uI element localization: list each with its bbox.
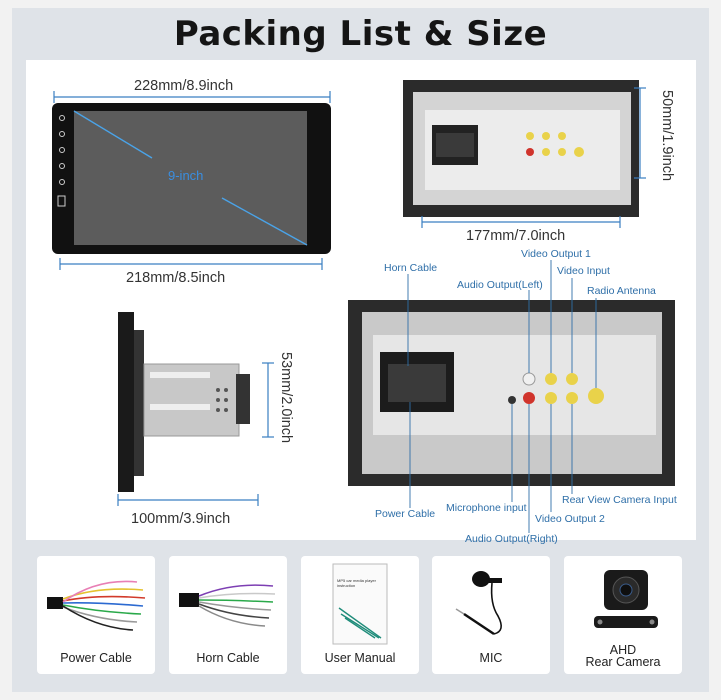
front-width-top-label: 228mm/8.9inch <box>134 78 234 94</box>
power-cable-caption: Power Cable <box>60 651 132 665</box>
label-audio-output-left: Audio Output(Left) <box>457 279 543 291</box>
ahd-rear-camera-caption-line1: AHD <box>609 643 637 657</box>
label-video-input: Video Input <box>557 265 610 277</box>
power-cable-icon <box>47 580 146 631</box>
microphone-icon <box>455 571 502 636</box>
rear-camera-icon <box>594 570 658 628</box>
packing-item-mic: MIC <box>432 556 550 674</box>
ahd-rear-camera-caption-line2: Rear Camera <box>585 655 661 669</box>
label-audio-output-right: Audio Output(Right) <box>465 533 558 545</box>
side-height-label: 53mm/2.0inch <box>278 352 294 444</box>
packing-item-horn-cable: Horn Cable <box>169 556 287 674</box>
back-width-label: 177mm/7.0inch <box>466 228 566 244</box>
packing-item-user-manual: MP5 car media player instruction User Ma… <box>301 556 419 674</box>
label-radio-antenna: Radio Antenna <box>587 285 656 297</box>
packing-item-power-cable: Power Cable <box>37 556 155 674</box>
label-microphone-input: Microphone input <box>446 502 527 514</box>
user-manual-caption: User Manual <box>324 651 396 665</box>
screen-size-label: 9-inch <box>168 168 204 183</box>
page-title: Packing List & Size <box>173 14 548 54</box>
side-depth-label: 100mm/3.9inch <box>131 511 231 527</box>
mic-caption: MIC <box>479 651 503 665</box>
packing-item-ahd-rear-camera: AHD Rear Camera <box>564 556 682 674</box>
user-manual-icon <box>332 563 388 645</box>
front-width-bottom-label: 218mm/8.5inch <box>126 270 226 286</box>
label-rear-view-camera-input: Rear View Camera Input <box>562 494 677 506</box>
horn-cable-caption: Horn Cable <box>196 651 260 665</box>
back-height-label: 50mm/1.9inch <box>659 90 675 182</box>
user-manual-cover-text: MP5 car media player instruction <box>337 578 376 588</box>
label-horn-cable: Horn Cable <box>384 262 438 274</box>
label-power-cable: Power Cable <box>375 508 436 520</box>
horn-cable-icon <box>179 584 276 627</box>
label-video-output-2: Video Output 2 <box>535 513 605 525</box>
label-video-output-1: Video Output 1 <box>521 248 591 260</box>
